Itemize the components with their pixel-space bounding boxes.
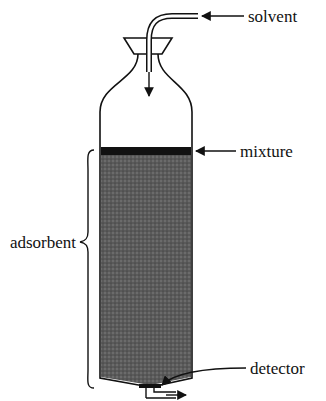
leader-arrow: [196, 150, 236, 151]
flow-arrow: [148, 72, 149, 96]
leader-arrow: [202, 15, 244, 16]
outlet-arrow: [166, 394, 186, 395]
part-label: solvent: [248, 8, 297, 25]
mixture-band: [101, 147, 191, 155]
part-label: detector: [250, 360, 305, 377]
stopcock: [139, 384, 161, 388]
leader-arrow: [162, 368, 246, 385]
solvent-tube: [149, 16, 198, 72]
brace: [80, 150, 94, 388]
adsorbent-fill: [101, 155, 191, 384]
column-body: [100, 54, 192, 386]
outlet-tube: [146, 388, 176, 398]
part-label: adsorbent: [10, 234, 76, 251]
part-label: mixture: [240, 143, 293, 160]
